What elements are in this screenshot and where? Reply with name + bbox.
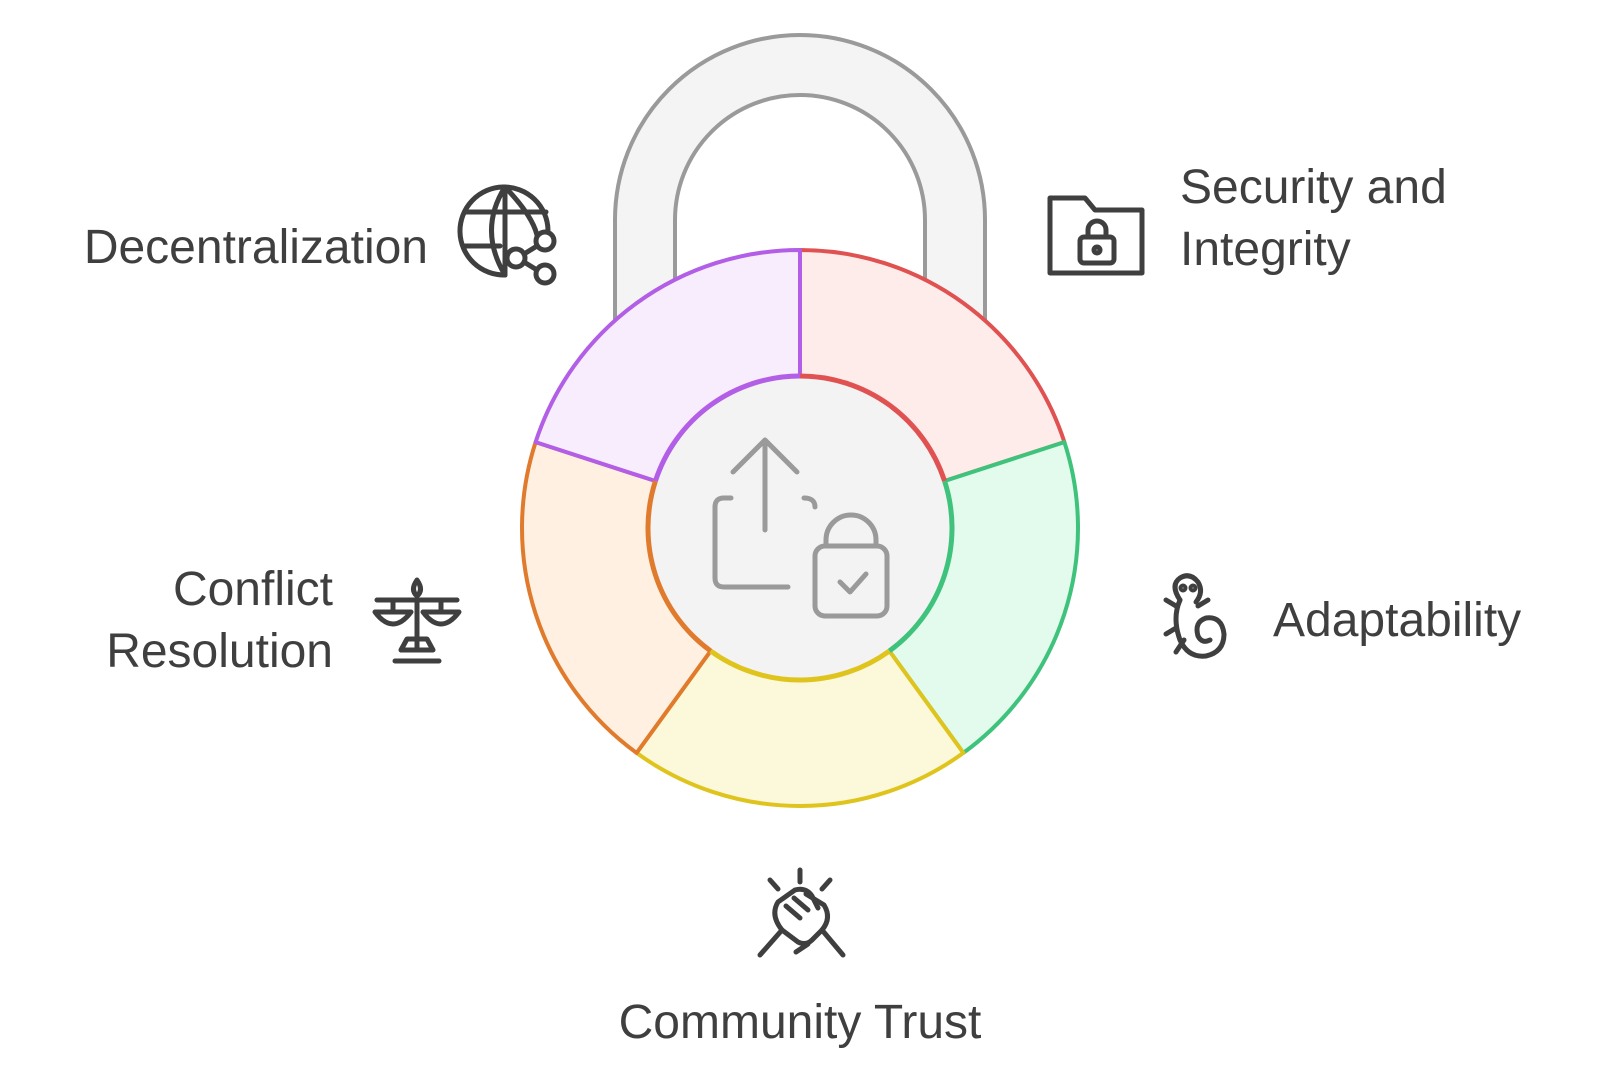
lizard-icon: [1163, 573, 1227, 659]
handshake-icon: [757, 867, 846, 958]
label-conflict-resolution: Conflict Resolution: [106, 559, 333, 683]
label-security-integrity: Security and Integrity: [1180, 157, 1447, 281]
label-line: Conflict: [172, 563, 333, 616]
inner-arc-decentralization: [653, 373, 801, 482]
inner-arc-community: [709, 648, 891, 683]
label-line: Adaptability: [1273, 594, 1522, 647]
label-line: Security and: [1180, 161, 1447, 214]
padlock-shackle: [613, 33, 987, 332]
label-line: Integrity: [1180, 223, 1351, 276]
label-decentralization: Decentralization: [84, 217, 428, 279]
globe-network-icon: [457, 184, 557, 286]
folder-lock-icon: [1047, 195, 1145, 276]
inner-arc-conflict: [645, 480, 713, 653]
scales-icon: [372, 577, 462, 664]
inner-arc-security: [799, 373, 947, 482]
upload-lock-icon: [712, 437, 890, 619]
label-line: Resolution: [106, 625, 333, 678]
inner-arc-adaptability: [887, 480, 955, 653]
label-community-trust: Community Trust: [560, 992, 1040, 1054]
label-adaptability: Adaptability: [1273, 590, 1521, 652]
label-line: Decentralization: [83, 221, 428, 274]
label-line: Community Trust: [618, 996, 982, 1049]
center-hub: [648, 376, 952, 680]
